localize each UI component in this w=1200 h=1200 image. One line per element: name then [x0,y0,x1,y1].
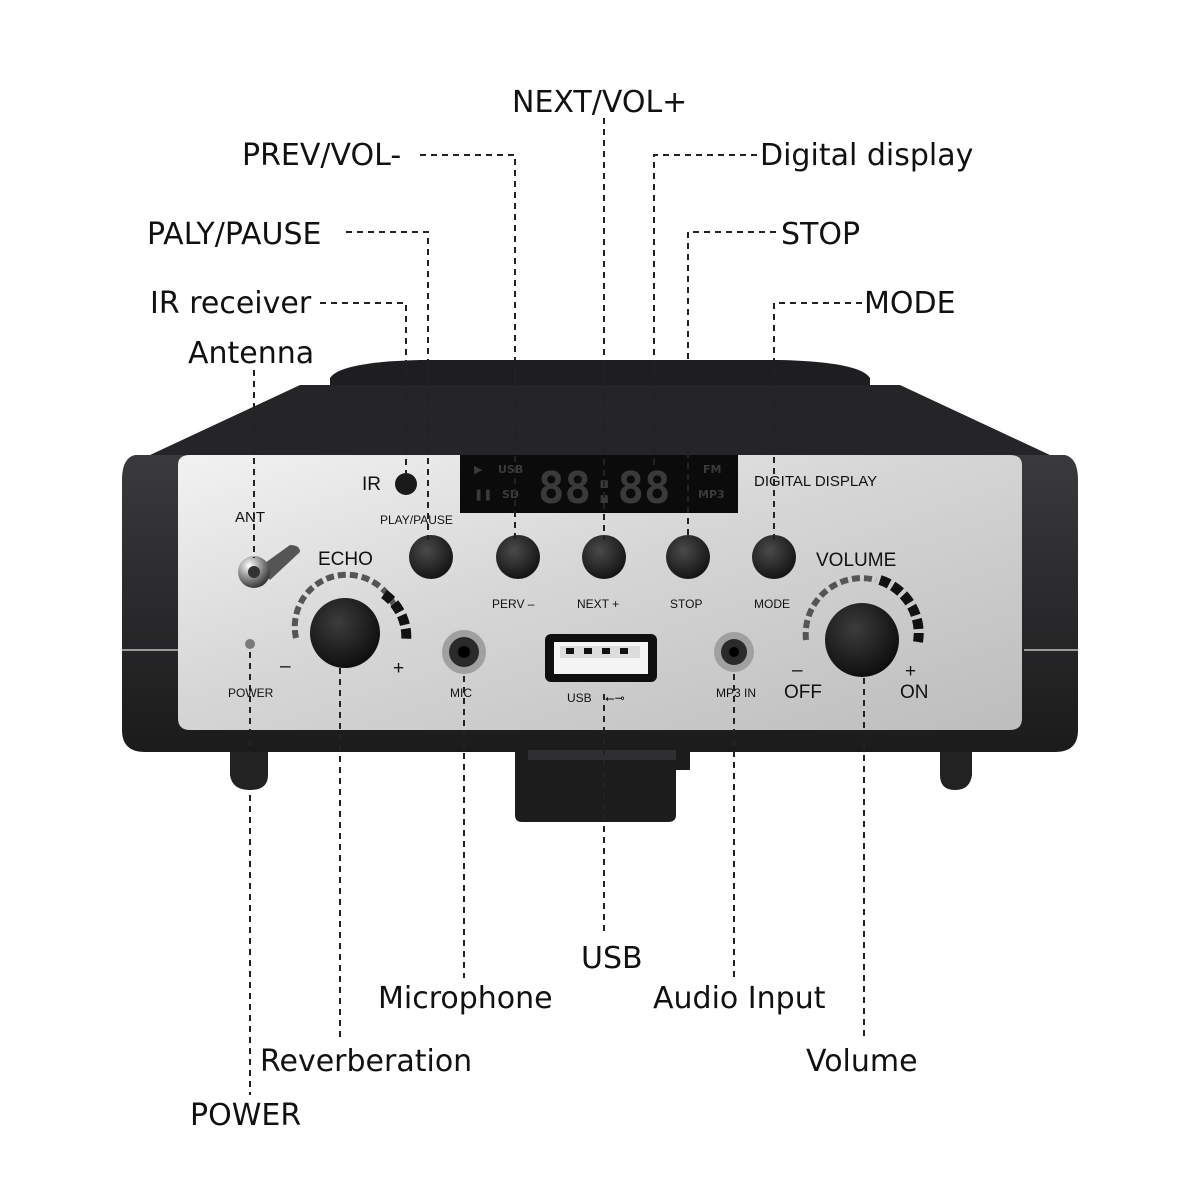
lcd-screen [460,455,738,513]
echo-label: ECHO [318,549,373,570]
lcd-fm: FM [703,463,721,476]
leader-lines [249,118,865,1095]
volume-plus: + [905,661,916,682]
digital-display-label: DIGITAL DISPLAY [754,473,877,490]
callout-reverberation: Reverberation [260,1044,472,1079]
stop-button[interactable] [666,535,710,579]
volume-knob[interactable] [825,603,899,677]
lcd-usb: USB [498,463,523,476]
usb-icon: ⭠⊸ [605,691,625,705]
usb-label: USB [567,691,592,705]
lcd-sd: SD [502,488,519,501]
callout-next-vol-plus: NEXT/VOL+ [512,85,687,120]
lcd-play-icon: ▶ [474,463,483,476]
mode-label: MODE [754,597,790,611]
echo-minus: – [280,656,291,677]
lcd-mp3: MP3 [698,488,725,501]
callout-usb: USB [581,941,643,976]
ir-label: IR [362,474,381,495]
callout-microphone: Microphone [378,981,553,1016]
prev-label: PERV – [492,597,535,611]
callout-digital-display: Digital display [760,138,973,173]
front-panel [178,455,1022,730]
play-pause-button[interactable] [409,535,453,579]
volume-on-label: ON [900,682,929,703]
volume-minus: – [792,660,803,681]
ir-receiver [395,473,417,495]
ant-label: ANT [235,509,265,526]
usb-port[interactable] [545,634,657,682]
lcd-pause-icon: ❚❚ [474,488,492,501]
mic-label: MIC [450,686,472,700]
next-button[interactable] [582,535,626,579]
callout-power: POWER [190,1098,301,1133]
digital-display: ▶ USB ❚❚ SD 88:88 FM MP3 [460,455,738,514]
echo-plus: + [393,658,404,679]
callout-prev-vol-minus: PREV/VOL- [242,138,401,173]
callout-volume: Volume [806,1044,918,1079]
play-pause-label: PLAY/PAUSE [380,513,453,527]
mp3-in-jack[interactable] [714,632,754,672]
echo-scale [291,571,412,643]
power-led [245,639,255,649]
mic-jack[interactable] [442,630,486,674]
callout-play-pause: PALY/PAUSE [147,217,322,252]
callout-mode: MODE [864,286,956,321]
callout-stop: STOP [781,217,860,252]
mp3-in-label: MP3 IN [716,686,756,700]
callout-audio-input: Audio Input [653,981,826,1016]
echo-knob[interactable] [310,598,380,668]
mode-button[interactable] [752,535,796,579]
callout-ir-receiver: IR receiver [150,286,312,321]
next-label: NEXT + [577,597,619,611]
callout-antenna: Antenna [188,336,314,371]
prev-button[interactable] [496,535,540,579]
stop-label: STOP [670,597,702,611]
antenna-connector[interactable] [238,545,300,588]
power-label: POWER [228,686,274,700]
volume-off-label: OFF [784,682,822,703]
volume-label: VOLUME [816,550,896,571]
volume-scale [802,575,924,643]
